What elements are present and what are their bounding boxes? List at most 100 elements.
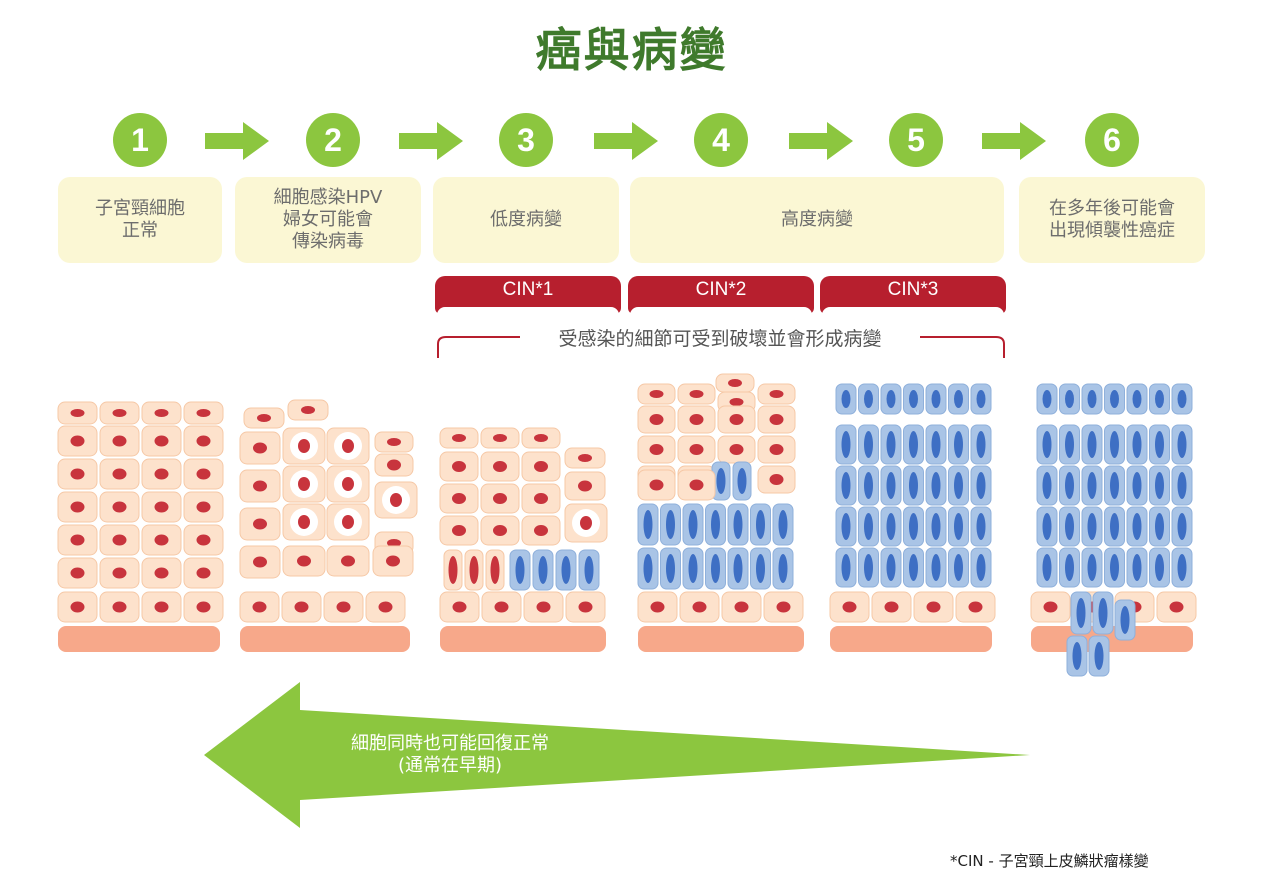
nucleus bbox=[580, 516, 592, 530]
nucleus bbox=[584, 556, 594, 584]
nucleus bbox=[336, 601, 351, 613]
cin-tab-divider bbox=[437, 307, 619, 317]
nucleus bbox=[864, 431, 873, 458]
cell-panel-invasive bbox=[1030, 383, 1197, 677]
nucleus bbox=[776, 601, 791, 613]
nucleus bbox=[688, 510, 698, 539]
nucleus bbox=[378, 601, 393, 613]
nucleus bbox=[909, 472, 918, 499]
nucleus bbox=[561, 556, 571, 584]
nucleus bbox=[112, 567, 127, 579]
nucleus bbox=[864, 513, 873, 540]
nucleus bbox=[909, 431, 918, 458]
nucleus bbox=[886, 390, 896, 408]
nucleus bbox=[342, 439, 354, 453]
nucleus bbox=[649, 479, 664, 491]
nucleus bbox=[737, 468, 747, 494]
nucleus bbox=[70, 534, 85, 546]
nucleus bbox=[1110, 431, 1119, 458]
nucleus bbox=[649, 444, 664, 455]
basement-membrane bbox=[830, 626, 992, 652]
nucleus bbox=[711, 554, 720, 583]
nucleus bbox=[452, 493, 466, 504]
nucleus bbox=[733, 554, 743, 583]
nucleus bbox=[490, 556, 500, 584]
nucleus bbox=[976, 431, 986, 458]
nucleus bbox=[578, 480, 592, 492]
nucleus bbox=[70, 435, 85, 447]
nucleus bbox=[1098, 598, 1108, 628]
nucleus bbox=[154, 435, 169, 447]
nucleus bbox=[301, 406, 315, 414]
nucleus bbox=[909, 513, 918, 540]
nucleus bbox=[689, 479, 704, 491]
nucleus bbox=[1177, 472, 1187, 499]
nucleus bbox=[886, 554, 896, 581]
stage-box-high-grade: 高度病變 bbox=[630, 177, 1004, 263]
nucleus bbox=[976, 390, 986, 408]
nucleus bbox=[452, 601, 467, 613]
nucleus bbox=[154, 409, 169, 417]
nucleus bbox=[494, 601, 509, 613]
nucleus bbox=[1132, 431, 1142, 458]
nucleus bbox=[1043, 601, 1058, 613]
step-4-circle: 4 bbox=[694, 113, 748, 167]
nucleus bbox=[452, 434, 466, 442]
nucleus bbox=[342, 515, 354, 529]
nucleus bbox=[689, 414, 704, 425]
nucleus bbox=[154, 567, 169, 579]
nucleus bbox=[70, 468, 85, 480]
right-arrow-icon bbox=[399, 122, 463, 160]
nucleus bbox=[298, 515, 310, 529]
stage-box-invasive-cancer: 在多年後可能會 出現傾襲性癌症 bbox=[1019, 177, 1205, 263]
nucleus bbox=[154, 534, 169, 546]
nucleus bbox=[976, 513, 986, 540]
stage-box-low-grade: 低度病變 bbox=[433, 177, 619, 263]
nucleus bbox=[886, 513, 896, 540]
nucleus bbox=[729, 414, 744, 425]
nucleus bbox=[112, 409, 127, 417]
nucleus bbox=[536, 601, 551, 613]
nucleus bbox=[154, 468, 169, 480]
nucleus bbox=[756, 554, 765, 583]
nucleus bbox=[1155, 472, 1164, 499]
nucleus bbox=[909, 390, 918, 408]
nucleus bbox=[196, 601, 211, 613]
nucleus bbox=[452, 525, 466, 536]
nucleus bbox=[196, 468, 211, 480]
nucleus bbox=[1042, 513, 1052, 540]
nucleus bbox=[954, 554, 963, 581]
basement-membrane bbox=[440, 626, 606, 652]
nucleus bbox=[734, 601, 749, 613]
basement-membrane bbox=[638, 626, 804, 652]
nucleus bbox=[1132, 554, 1142, 581]
nucleus bbox=[842, 601, 857, 613]
nucleus bbox=[154, 501, 169, 513]
nucleus bbox=[534, 434, 548, 442]
nucleus bbox=[578, 601, 593, 613]
nucleus bbox=[1094, 642, 1104, 670]
left-arrow-icon bbox=[204, 682, 1030, 828]
nucleus bbox=[1132, 390, 1142, 408]
nucleus bbox=[769, 390, 784, 398]
nucleus bbox=[729, 398, 744, 406]
nucleus bbox=[578, 454, 592, 462]
nucleus bbox=[386, 555, 400, 567]
nucleus bbox=[976, 472, 986, 499]
nucleus bbox=[1155, 431, 1164, 458]
nucleus bbox=[954, 431, 963, 458]
nucleus bbox=[70, 601, 85, 613]
step-3-circle: 3 bbox=[499, 113, 553, 167]
nucleus bbox=[297, 555, 311, 567]
nucleus bbox=[538, 556, 548, 584]
cell-panel-cin3 bbox=[829, 383, 996, 652]
nucleus bbox=[1155, 554, 1164, 581]
nucleus bbox=[341, 555, 355, 567]
nucleus bbox=[778, 510, 788, 539]
nucleus bbox=[841, 513, 851, 540]
nucleus bbox=[1110, 554, 1119, 581]
nucleus bbox=[469, 556, 479, 584]
nucleus bbox=[643, 554, 653, 583]
nucleus bbox=[1042, 390, 1052, 408]
nucleus bbox=[1177, 554, 1187, 581]
